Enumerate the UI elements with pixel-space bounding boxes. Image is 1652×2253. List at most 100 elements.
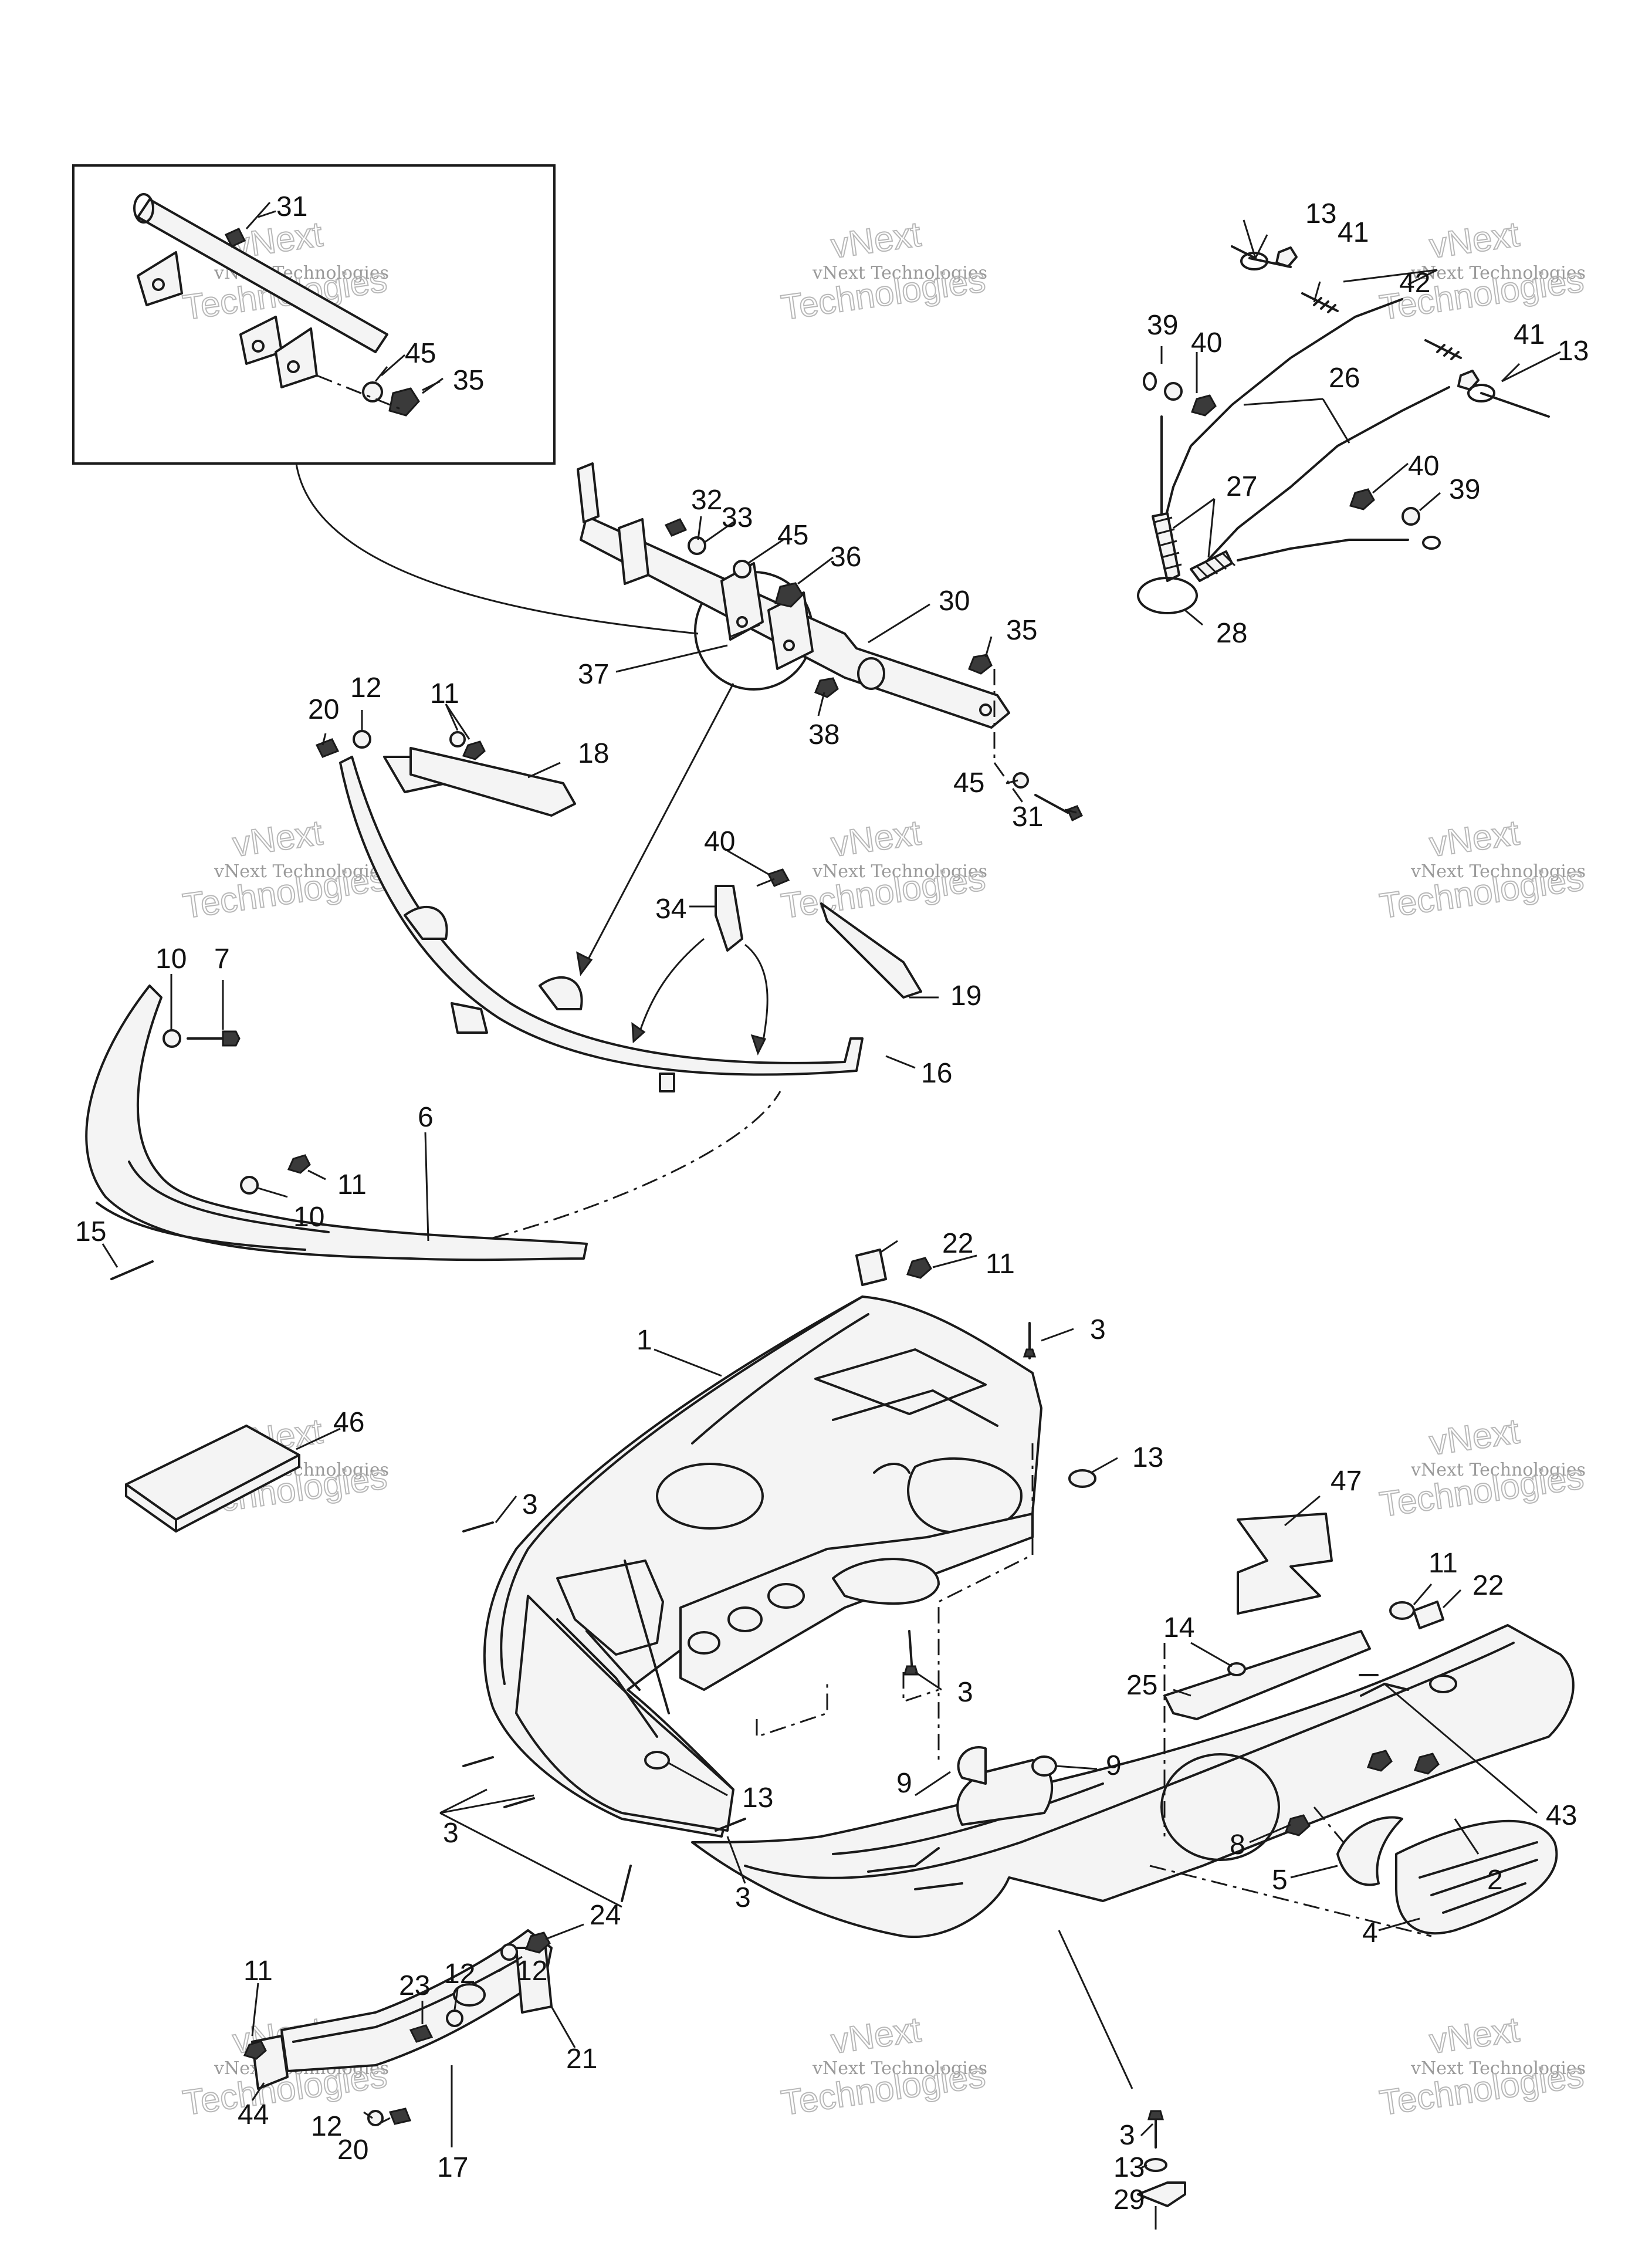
- callout-35: 35: [1006, 615, 1037, 646]
- bracket-17-hole: [453, 1983, 486, 2007]
- washer-12-upper: [500, 1943, 518, 1961]
- bolt-20: [315, 738, 340, 758]
- watermark-line1: vNext Technologies: [214, 861, 389, 882]
- callout-8: 8: [1230, 1829, 1245, 1860]
- callout-13-side: 13: [1132, 1442, 1163, 1473]
- callout-46: 46: [333, 1407, 364, 1438]
- rivet-15: [110, 1260, 154, 1280]
- watermark-brand: vNext: [1427, 813, 1522, 864]
- callout-19: 19: [950, 980, 981, 1012]
- clip-22-top: [855, 1249, 887, 1286]
- spring-left: [1152, 512, 1180, 582]
- callout-2: 2: [1487, 1865, 1503, 1896]
- callout-35-inset: 35: [453, 365, 484, 396]
- callout-40-top: 40: [1191, 327, 1222, 358]
- bolt-20-lower: [388, 2107, 412, 2125]
- watermark-line1: vNext Technologies: [812, 263, 987, 283]
- inset-bolt: [224, 228, 246, 248]
- callout-3-group: 3: [443, 1818, 459, 1849]
- belly-pan-cutout: [1160, 1753, 1280, 1861]
- callout-41-right: 41: [1514, 319, 1545, 350]
- washer-14: [1227, 1662, 1246, 1676]
- callout-15: 15: [75, 1216, 106, 1247]
- inset-crossbar: [133, 193, 388, 388]
- leader-3-group: [439, 1788, 622, 1908]
- watermark-line1: vNext Technologies: [1410, 1460, 1586, 1480]
- callout-18: 18: [578, 738, 609, 769]
- washer-11-right: [1389, 1601, 1415, 1620]
- bolt-31-lower: [1034, 794, 1069, 814]
- callout-27: 27: [1226, 471, 1257, 502]
- callout-33: 33: [722, 502, 753, 533]
- callout-26: 26: [1329, 363, 1360, 394]
- callout-23: 23: [399, 1970, 430, 2001]
- washer-11a: [449, 731, 466, 747]
- bolt-37: [730, 624, 760, 638]
- callout-3-bottom: 3: [1119, 2120, 1135, 2151]
- nut-40: [1191, 394, 1217, 417]
- inset-washer: [362, 381, 383, 402]
- callout-10-upper: 10: [155, 943, 187, 975]
- callout-12-upper: 12: [516, 1956, 547, 1987]
- watermark-6: vNext vNext Technologies Technologies: [1376, 812, 1586, 926]
- washer-39: [1164, 382, 1183, 401]
- callout-20-lower: 20: [337, 2134, 368, 2166]
- foam-pad-46: [125, 1425, 300, 1533]
- callout-43: 43: [1546, 1800, 1577, 1831]
- callout-12-lower: 12: [311, 2111, 342, 2142]
- callout-3-mid: 3: [957, 1677, 973, 1708]
- callout-40-clamp: 40: [704, 826, 735, 857]
- callout-9-left: 9: [896, 1768, 912, 1799]
- watermark-brand: vNext: [828, 813, 923, 864]
- nut-40-right: [1349, 488, 1375, 510]
- callout-25: 25: [1126, 1670, 1157, 1701]
- callout-4: 4: [1362, 1917, 1378, 1948]
- callout-21: 21: [566, 2044, 597, 2075]
- bracket-29: [1137, 2181, 1186, 2207]
- washer-13-low: [644, 1751, 670, 1770]
- bumper-bracket-c: [451, 1002, 488, 1034]
- callout-11-top: 11: [986, 1249, 1015, 1280]
- callout-41-top: 41: [1338, 217, 1369, 248]
- callout-13-right: 13: [1558, 336, 1589, 367]
- watermark-11: vNext vNext Technologies Technologies: [778, 2009, 988, 2123]
- detail-arrow-line: [585, 683, 734, 963]
- watermark-brand: vNext: [1427, 2010, 1522, 2061]
- washer-45: [733, 560, 751, 579]
- callout-12: 12: [350, 672, 381, 703]
- leader-lines: [101, 202, 1561, 2201]
- washer-10-lower: [240, 1176, 259, 1195]
- callout-30: 30: [939, 586, 970, 617]
- detail-callout-curve: [295, 463, 699, 635]
- watermark-line1: vNext Technologies: [812, 2058, 987, 2079]
- callout-13-top: 13: [1305, 198, 1336, 229]
- callout-11-bracket: 11: [243, 1956, 273, 1987]
- callout-6: 6: [418, 1102, 434, 1133]
- callout-38: 38: [808, 719, 839, 750]
- cover-align-line: [492, 1091, 781, 1239]
- callout-5: 5: [1272, 1865, 1288, 1896]
- nut-11-top: [906, 1257, 932, 1279]
- bolt-23: [409, 2024, 434, 2043]
- nut-8-b: [1367, 1750, 1393, 1772]
- callout-45-inset: 45: [405, 338, 436, 369]
- watermark-line1: vNext Technologies: [1410, 263, 1586, 283]
- clip-22-right: [1413, 1601, 1444, 1629]
- callout-39-top: 39: [1147, 310, 1178, 341]
- callout-20: 20: [308, 694, 339, 725]
- callout-13-bottom: 13: [1113, 2152, 1145, 2183]
- crossbar-assembly: [577, 462, 1010, 729]
- clip-5: [1336, 1816, 1403, 1886]
- clamp-34: [715, 885, 743, 952]
- callout-24: 24: [590, 1900, 621, 1931]
- watermark-brand: vNext: [1427, 1411, 1522, 1463]
- nose-side-duct: [556, 1559, 664, 1656]
- callout-45: 45: [953, 767, 984, 799]
- washer-13-right: [1467, 384, 1495, 402]
- washer-33: [688, 536, 706, 555]
- watermark-line1: vNext Technologies: [812, 861, 987, 882]
- callout-1: 1: [637, 1325, 652, 1356]
- nose-vent: [832, 1558, 940, 1605]
- washer-12: [353, 730, 371, 749]
